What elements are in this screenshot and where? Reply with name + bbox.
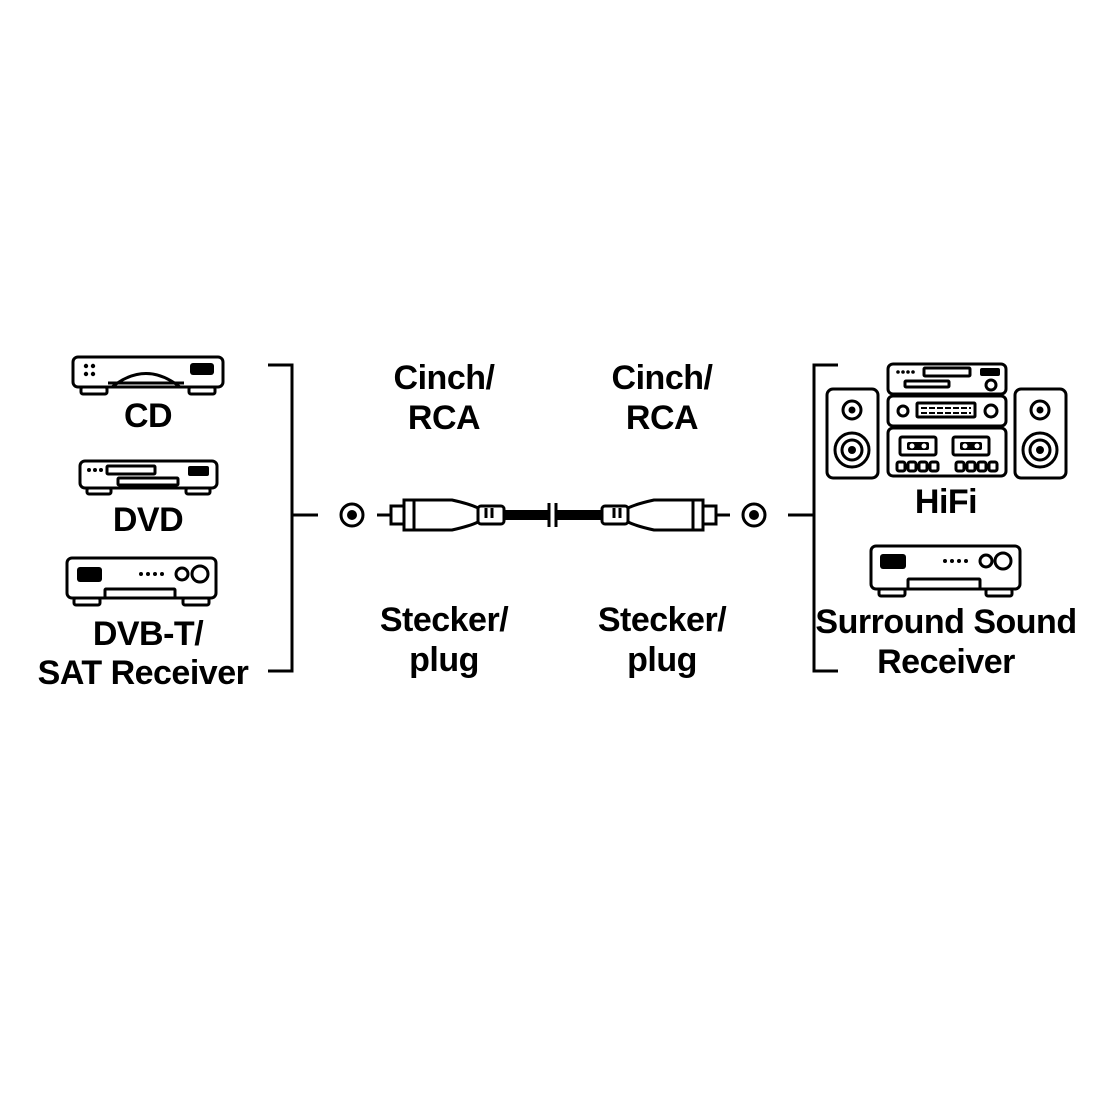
left-plug-label-line2: plug [409,641,479,679]
left-connector-label-line2: RCA [408,399,480,437]
right-connector-label-line2: RCA [626,399,698,437]
dvd-player-icon [78,459,219,496]
surround-label-line2: Receiver [877,643,1015,681]
right-plug-label-line1: Stecker/ [598,601,727,639]
receiver-label-line1: DVB-T/ [93,615,204,653]
right-bracket [812,363,838,673]
left-plug-icon [377,498,506,532]
right-socket-icon [741,502,767,528]
left-plug-label-line1: Stecker/ [380,601,509,639]
left-connector-label-line1: Cinch/ [394,359,496,397]
cd-label: CD [124,397,172,435]
hifi-stereo-icon [825,362,1068,480]
left-socket-icon [339,502,365,528]
surround-label-line1: Surround Sound [815,603,1076,641]
cd-player-icon [71,355,225,396]
right-connector-label-line1: Cinch/ [612,359,714,397]
hifi-label: HiFi [915,483,977,521]
rca-cable-icon [339,498,767,532]
right-plug-icon [600,498,730,532]
right-plug-label-line2: plug [627,641,697,679]
dvd-label: DVD [113,501,183,539]
sat-receiver-icon [65,556,218,607]
left-bracket [268,363,294,673]
receiver-label-line2: SAT Receiver [38,654,249,692]
surround-receiver-icon [869,544,1022,598]
